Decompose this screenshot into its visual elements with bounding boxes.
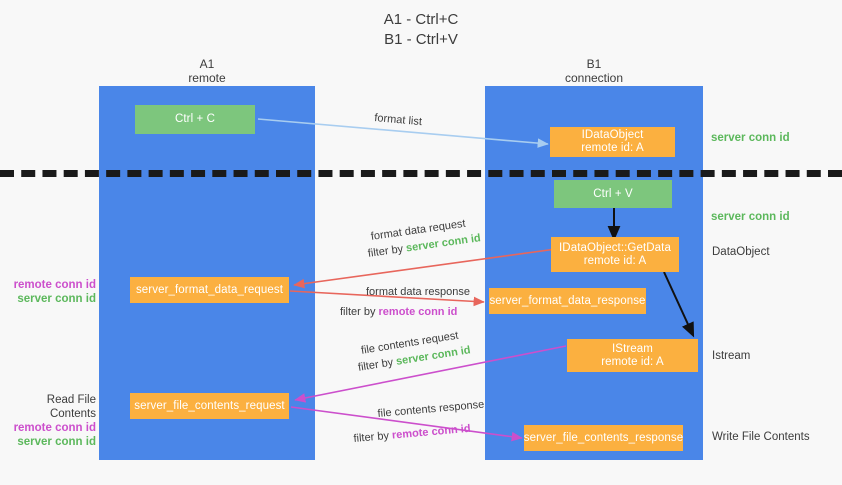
column-header-b1-sub: connection xyxy=(564,71,624,85)
box-ctrl-v-label: Ctrl + V xyxy=(593,187,633,200)
box-ctrl-c-label: Ctrl + C xyxy=(174,113,216,125)
box-idataobject[interactable]: IDataObject remote id: A xyxy=(550,127,675,157)
box-istream-line2: remote id: A xyxy=(601,355,664,368)
filter-prefix: filter by xyxy=(367,242,407,260)
edge-label-file-contents-response: file contents response xyxy=(377,398,485,420)
box-server-file-contents-response-label: server_file_contents_response xyxy=(523,431,684,444)
box-istream[interactable]: IStream remote id: A xyxy=(567,339,698,372)
column-header-a1-sub: remote xyxy=(188,71,226,85)
right-label-server-conn-id-top: server conn id xyxy=(711,132,790,144)
left-label-format-remote-conn-id: remote conn id xyxy=(13,279,96,291)
left-label-read-file-contents-group: Read File Contents remote conn id server… xyxy=(0,393,96,449)
right-label-istream: Istream xyxy=(712,350,751,362)
right-label-write-file-contents: Write File Contents xyxy=(712,431,810,443)
column-header-b1: B1 connection xyxy=(485,57,703,85)
filter-value-remote-conn-id: remote conn id xyxy=(391,422,472,442)
left-label-read-file-contents: Read File Contents xyxy=(46,394,96,420)
title-line-1: A1 - Ctrl+C xyxy=(383,11,459,28)
box-istream-line1: IStream xyxy=(612,342,653,355)
column-header-a1-name: A1 xyxy=(199,57,215,71)
box-server-format-data-request-label: server_format_data_request xyxy=(135,283,284,296)
left-label-format-server-conn-id: server conn id xyxy=(17,293,96,305)
filter-value-remote-conn-id: remote conn id xyxy=(378,306,458,318)
filter-prefix: filter by xyxy=(340,306,379,318)
box-server-file-contents-request-label: server_file_contents_request xyxy=(134,399,285,412)
box-getdata-line1: IDataObject::GetData xyxy=(559,241,671,254)
edge-label-format-list: format list xyxy=(373,111,423,129)
box-idataobject-line1: IDataObject xyxy=(581,129,644,141)
left-label-file-server-conn-id: server conn id xyxy=(17,436,96,448)
column-header-a1: A1 remote xyxy=(99,57,315,85)
box-server-format-data-response[interactable]: server_format_data_response xyxy=(489,288,646,314)
box-server-file-contents-response[interactable]: server_file_contents_response xyxy=(524,425,683,451)
left-label-file-remote-conn-id: remote conn id xyxy=(13,422,96,434)
left-label-format-conn-ids: remote conn id server conn id xyxy=(8,278,96,306)
box-idataobject-line2: remote id: A xyxy=(581,142,644,154)
page-title: A1 - Ctrl+C B1 - Ctrl+V xyxy=(0,10,842,50)
box-getdata-line2: remote id: A xyxy=(583,254,647,267)
filter-prefix: filter by xyxy=(353,429,393,445)
right-label-server-conn-id-mid: server conn id xyxy=(711,211,790,223)
right-label-dataobject: DataObject xyxy=(712,246,770,258)
box-server-format-data-request[interactable]: server_format_data_request xyxy=(130,277,289,303)
edge-label-file-contents-response-filter: filter by remote conn id xyxy=(353,422,471,447)
edge-label-format-data-response-filter: filter by remote conn id xyxy=(340,305,457,320)
box-server-file-contents-request[interactable]: server_file_contents_request xyxy=(130,393,289,419)
phase-divider xyxy=(0,170,842,177)
title-line-2: B1 - Ctrl+V xyxy=(384,31,458,48)
column-header-b1-name: B1 xyxy=(586,57,602,71)
edge-label-format-data-response: format data response xyxy=(366,286,470,298)
box-ctrl-c[interactable]: Ctrl + C xyxy=(135,105,255,134)
box-ctrl-v[interactable]: Ctrl + V xyxy=(554,180,672,208)
box-server-format-data-response-label: server_format_data_response xyxy=(489,294,646,307)
box-idataobject-getdata[interactable]: IDataObject::GetData remote id: A xyxy=(551,237,679,272)
